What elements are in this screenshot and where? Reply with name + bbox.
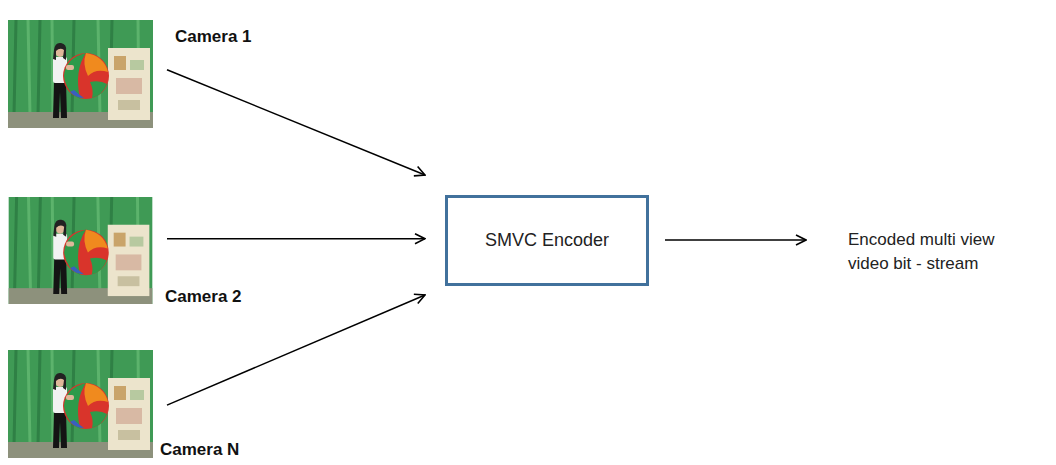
camera-photo bbox=[8, 197, 153, 304]
input-arrow bbox=[167, 238, 425, 240]
camera-label: Camera N bbox=[160, 440, 239, 460]
encoder-box: SMVC Encoder bbox=[445, 195, 649, 286]
camera-node: Camera N bbox=[8, 350, 153, 458]
camera-label: Camera 2 bbox=[165, 287, 242, 307]
input-arrow bbox=[167, 295, 425, 405]
output-arrow bbox=[665, 239, 806, 241]
output-label: Encoded multi view video bit - stream bbox=[848, 228, 1026, 276]
camera-label: Camera 1 bbox=[175, 27, 252, 47]
camera-node: Camera 2 bbox=[8, 197, 153, 304]
camera-node: Camera 1 bbox=[8, 20, 153, 128]
input-arrow bbox=[167, 70, 425, 175]
camera-photo bbox=[8, 350, 153, 458]
camera-photo bbox=[8, 20, 153, 128]
encoder-label: SMVC Encoder bbox=[485, 230, 609, 251]
